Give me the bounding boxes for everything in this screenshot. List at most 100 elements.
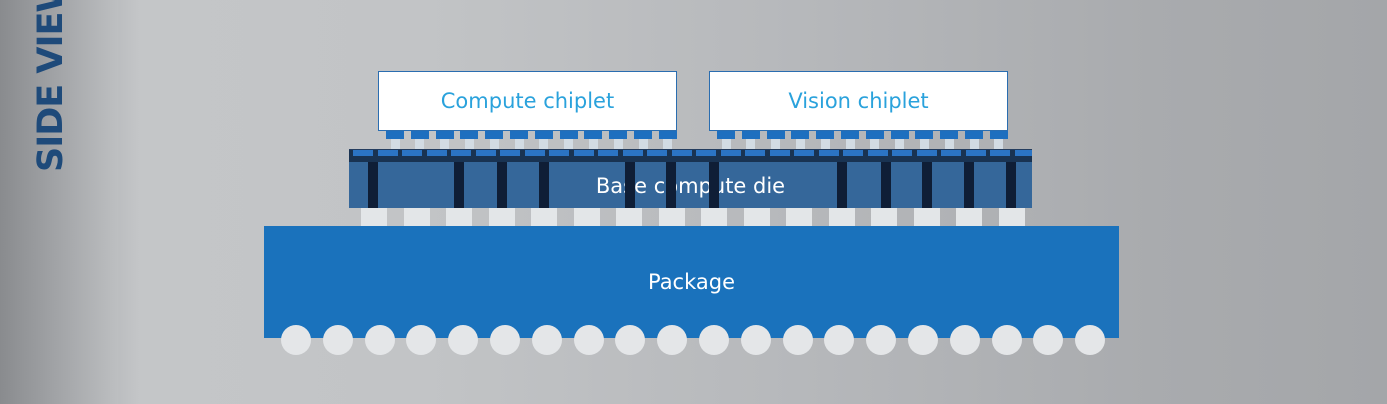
- interconnect-segment: [549, 150, 569, 156]
- solder-ball: [406, 325, 437, 355]
- microbump-pillar: [613, 139, 623, 150]
- solder-ball: [615, 325, 646, 355]
- die-bump: [446, 208, 472, 226]
- interconnect-segment: [990, 150, 1010, 156]
- microbump-pillar: [895, 139, 905, 150]
- microbump-pillar: [539, 139, 549, 150]
- microbump: [915, 131, 934, 139]
- through-silicon-via: [922, 162, 932, 208]
- interconnect-segment: [524, 150, 545, 156]
- solder-ball: [490, 325, 520, 355]
- compute-chiplet-label: Compute chiplet: [440, 89, 615, 113]
- microbump: [965, 131, 983, 139]
- microbump: [410, 131, 429, 139]
- microbump: [766, 131, 785, 139]
- interconnect-segment: [647, 150, 667, 156]
- die-bump: [403, 208, 430, 226]
- interconnect-segment: [696, 150, 716, 156]
- base-die-interconnect-layer: [349, 150, 1032, 162]
- microbump-pillar: [845, 139, 855, 150]
- die-bump: [701, 208, 727, 226]
- microbump: [634, 131, 652, 139]
- interconnect-segment: [1014, 150, 1032, 156]
- interconnect-segment: [892, 150, 912, 156]
- side-view-label: SIDE VIEW: [31, 0, 71, 172]
- through-silicon-via: [1006, 162, 1016, 208]
- microbump: [816, 131, 835, 139]
- die-bump: [361, 208, 387, 226]
- through-silicon-via: [539, 162, 549, 208]
- interconnect-segment: [377, 150, 398, 156]
- through-silicon-via: [964, 162, 974, 208]
- microbump-pillar: [919, 139, 929, 150]
- solder-ball: [322, 325, 353, 355]
- interconnect-segment: [843, 150, 863, 156]
- vision-chiplet-microbumps: [709, 131, 1008, 151]
- die-bump: [616, 208, 642, 226]
- interconnect-segment: [622, 150, 643, 156]
- through-silicon-via: [666, 162, 676, 208]
- interconnect-segment: [818, 150, 839, 156]
- microbump: [485, 131, 504, 139]
- solder-ball: [448, 325, 479, 355]
- microbump: [865, 131, 884, 139]
- package: Package: [264, 226, 1119, 338]
- interconnect-segment: [941, 150, 961, 156]
- through-silicon-via: [454, 162, 464, 208]
- interconnect-segment: [916, 150, 937, 156]
- microbump-pillar: [489, 139, 499, 150]
- die-bump: [956, 208, 982, 226]
- interconnect-segment: [745, 150, 765, 156]
- microbump: [534, 131, 553, 139]
- interconnect-segment: [671, 150, 692, 156]
- interconnect-segment: [426, 150, 447, 156]
- solder-ball: [1075, 325, 1106, 355]
- solder-ball: [531, 325, 562, 355]
- microbump-pillar: [969, 139, 979, 150]
- solder-ball: [782, 325, 813, 355]
- microbump: [609, 131, 628, 139]
- compute-chiplet: Compute chiplet: [378, 71, 677, 131]
- solder-ball: [364, 325, 395, 355]
- solder-ball: [824, 325, 855, 355]
- microbump-pillar: [944, 139, 954, 150]
- interconnect-segment: [598, 150, 618, 156]
- through-silicon-via: [881, 162, 891, 208]
- microbump: [741, 131, 760, 139]
- die-bump: [786, 208, 812, 226]
- microbump-pillar: [771, 139, 781, 150]
- microbump: [386, 131, 404, 139]
- solder-ball: [949, 325, 980, 355]
- solder-ball: [740, 325, 771, 355]
- microbump: [989, 131, 1008, 139]
- interconnect-segment: [965, 150, 986, 156]
- microbump: [510, 131, 528, 139]
- die-bump: [743, 208, 770, 226]
- interconnect-segment: [451, 150, 471, 156]
- left-band: [0, 0, 118, 404]
- microbump: [559, 131, 578, 139]
- solder-ball: [699, 325, 729, 355]
- interconnect-segment: [769, 150, 790, 156]
- microbump-pillar: [870, 139, 880, 150]
- microbump-pillar: [721, 139, 731, 150]
- microbump: [460, 131, 479, 139]
- microbump-pillar: [820, 139, 830, 150]
- microbump: [435, 131, 454, 139]
- microbump-pillar: [638, 139, 648, 150]
- die-bump: [828, 208, 855, 226]
- microbump: [584, 131, 603, 139]
- solder-ball: [657, 325, 688, 355]
- package-label: Package: [647, 270, 736, 294]
- die-bump: [658, 208, 685, 226]
- die-bump: [998, 208, 1025, 226]
- through-silicon-via: [497, 162, 507, 208]
- die-bump: [488, 208, 515, 226]
- compute-chiplet-microbumps: [378, 131, 677, 151]
- through-silicon-via: [625, 162, 635, 208]
- solder-ball: [1033, 325, 1064, 355]
- microbump-pillar: [564, 139, 574, 150]
- microbump: [791, 131, 810, 139]
- microbump-pillar: [588, 139, 598, 150]
- microbump-pillar: [663, 139, 673, 150]
